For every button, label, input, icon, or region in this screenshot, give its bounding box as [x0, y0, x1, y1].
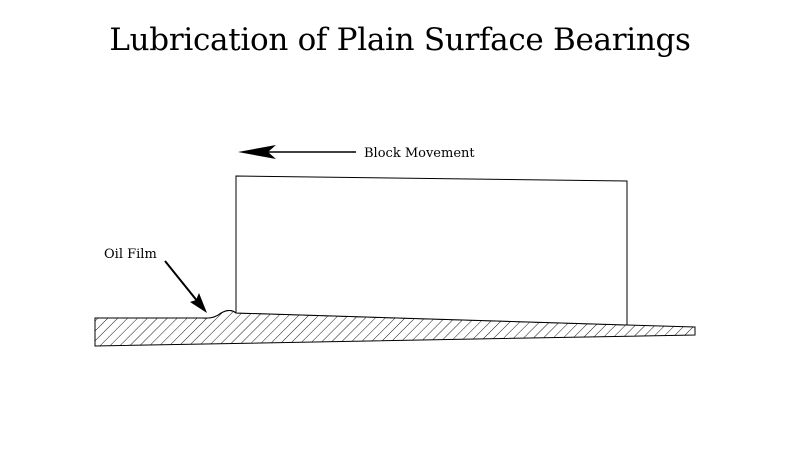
block-movement-arrowhead [238, 145, 276, 159]
oil-film [202, 310, 237, 319]
moving-block [235, 175, 628, 326]
diagram-title: Lubrication of Plain Surface Bearings [109, 22, 691, 58]
block-movement-label: Block Movement [364, 146, 475, 161]
oil-film-arrow [164, 260, 199, 303]
oil-film-label: Oil Film [104, 247, 157, 262]
oil-film-arrowhead [190, 293, 207, 313]
